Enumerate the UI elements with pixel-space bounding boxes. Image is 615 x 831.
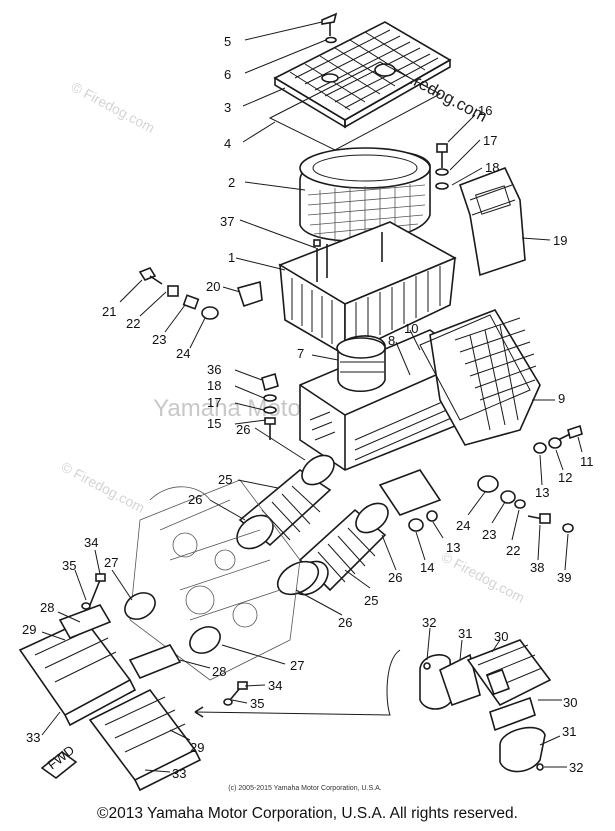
detail-arrow-head (194, 706, 204, 718)
callout: 26 (388, 570, 402, 585)
reed-valve-left-upper (18, 604, 137, 727)
airbox-outlet (378, 469, 442, 516)
callout: 30 (494, 629, 508, 644)
callout: 31 (458, 626, 472, 641)
callout: 27 (290, 658, 304, 673)
joint-lower (276, 502, 389, 596)
manifold-clamp-right (189, 626, 221, 654)
leader-lines (41, 21, 583, 773)
callout: 7 (297, 346, 304, 361)
detail-arrow (194, 649, 401, 716)
callout-labels: 5 6 3 4 2 16 17 18 19 37 1 20 21 22 23 2… (22, 34, 594, 781)
callout: 17 (207, 395, 221, 410)
copyright-notice: ©2013 Yamaha Motor Corporation, U.S.A. A… (97, 805, 518, 822)
reed-detail (419, 639, 552, 773)
right-hardware-upper (533, 424, 583, 454)
callout: 26 (338, 615, 352, 630)
callout: 18 (207, 378, 221, 393)
bolt-16 (435, 143, 449, 190)
left-hardware (138, 267, 263, 320)
callout: 36 (207, 362, 221, 377)
air-box (299, 329, 471, 471)
callout: 25 (364, 593, 378, 608)
callout: 24 (456, 518, 470, 533)
callout: 22 (506, 543, 520, 558)
callout: 29 (22, 622, 36, 637)
callout: 31 (562, 724, 576, 739)
callout: 3 (224, 100, 231, 115)
callout: 35 (62, 558, 76, 573)
intake-duct (458, 166, 526, 277)
watermark-firedog-top-left: © Firedog.com (69, 79, 158, 136)
wing-bolt (321, 12, 338, 44)
fine-print: (c) 2005-2015 Yamaha Motor Corporation, … (228, 785, 381, 792)
parts-diagram: Yamaha Motor Corp., U.S.A. © Firedog.com… (18, 12, 594, 792)
callout: 19 (553, 233, 567, 248)
callout: 23 (482, 527, 496, 542)
callout: 16 (478, 103, 492, 118)
callout: 12 (558, 470, 572, 485)
callout: 26 (236, 422, 250, 437)
callout: 34 (84, 535, 98, 550)
callout: 22 (126, 316, 140, 331)
callout: 24 (176, 346, 190, 361)
callout: 32 (569, 760, 583, 775)
reed-bolts (81, 573, 248, 706)
callout: 37 (220, 214, 234, 229)
callout: 34 (268, 678, 282, 693)
filter-element (299, 147, 431, 244)
callout: 32 (422, 615, 436, 630)
reed-valve-left-lower (88, 644, 202, 792)
callout: 9 (558, 391, 565, 406)
callout: 4 (224, 136, 231, 151)
callout: 33 (172, 766, 186, 781)
callout: 6 (224, 67, 231, 82)
callout: 8 (388, 333, 395, 348)
callout: 13 (535, 485, 549, 500)
callout: 17 (483, 133, 497, 148)
callout: 2 (228, 175, 235, 190)
callout: 27 (104, 555, 118, 570)
callout: 21 (102, 304, 116, 319)
callout: 38 (530, 560, 544, 575)
callout: 13 (446, 540, 460, 555)
callout: 23 (152, 332, 166, 347)
callout: 35 (250, 696, 264, 711)
callout: 28 (40, 600, 54, 615)
callout: 11 (580, 454, 594, 469)
callout: 26 (188, 492, 202, 507)
side-cover (419, 309, 541, 446)
callout: 28 (212, 664, 226, 679)
filter-case (278, 221, 457, 357)
callout: 15 (207, 416, 221, 431)
manifold-clamp-left (124, 592, 156, 620)
callout: 14 (420, 560, 434, 575)
callout: 33 (26, 730, 40, 745)
watermark-firedog-mid-left: © Firedog.com (59, 459, 148, 516)
right-hardware-lower (408, 475, 574, 533)
callout: 20 (206, 279, 220, 294)
filter-cover (273, 21, 452, 129)
callout: 18 (485, 160, 499, 175)
callout: 25 (218, 472, 232, 487)
callout: 29 (190, 740, 204, 755)
callout: 5 (224, 34, 231, 49)
fwd-marker: FWD (40, 742, 78, 780)
callout: 39 (557, 570, 571, 585)
lid-gasket (268, 61, 442, 151)
callout: 30 (563, 695, 577, 710)
callout: 10 (404, 321, 418, 336)
callout: 1 (228, 250, 235, 265)
